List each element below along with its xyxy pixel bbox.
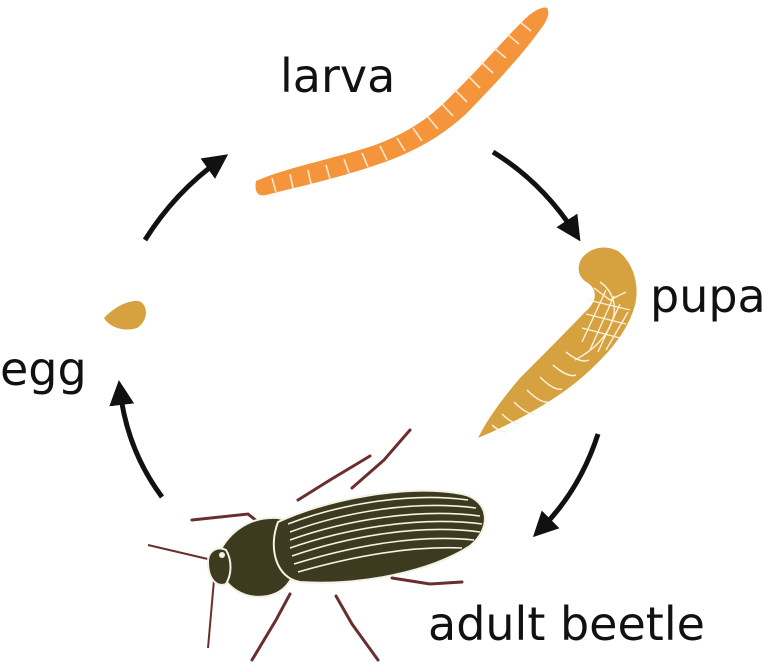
adult-beetle-illustration bbox=[147, 428, 486, 662]
pupa-appendages bbox=[574, 281, 631, 361]
beetle-head bbox=[206, 547, 232, 586]
beetle-elytra-stripes bbox=[287, 496, 483, 573]
label-larva: larva bbox=[280, 49, 395, 103]
pupa-segments bbox=[491, 351, 590, 433]
larva-illustration bbox=[255, 7, 549, 196]
beetle-eye bbox=[219, 552, 225, 558]
larva-body bbox=[255, 7, 549, 196]
beetle-elytra bbox=[272, 489, 486, 584]
arrow-adult-to-egg bbox=[109, 380, 165, 499]
arrow-egg-to-larva bbox=[142, 154, 229, 242]
beetle-legs bbox=[190, 428, 464, 662]
pupa-illustration bbox=[478, 247, 637, 438]
pupa-body bbox=[478, 247, 637, 438]
label-egg: egg bbox=[0, 342, 87, 396]
beetle-antennae bbox=[147, 544, 215, 649]
egg-illustration bbox=[104, 300, 146, 330]
cycle-arrows bbox=[109, 149, 601, 538]
larva-segments bbox=[271, 21, 532, 193]
arrow-larva-to-pupa bbox=[491, 149, 581, 242]
label-pupa: pupa bbox=[650, 269, 766, 323]
label-adult-beetle: adult beetle bbox=[428, 597, 705, 651]
arrow-pupa-to-adult bbox=[532, 433, 601, 538]
